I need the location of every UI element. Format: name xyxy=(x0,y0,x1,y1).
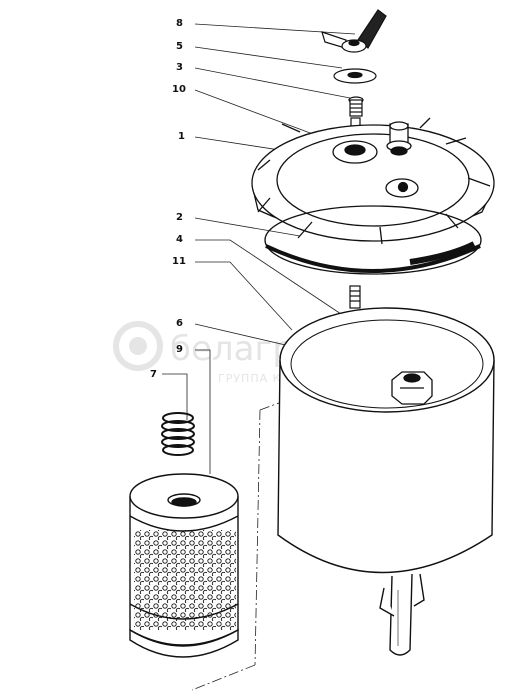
gasket-part-2 xyxy=(264,205,482,275)
spring-part-7 xyxy=(161,412,195,456)
stud-part-11 xyxy=(349,285,361,309)
cover-part-1 xyxy=(251,117,495,245)
callout-10: 10 xyxy=(172,84,186,95)
washer-part-5 xyxy=(333,68,377,84)
callout-labels: 8 5 3 10 1 2 4 11 6 9 7 xyxy=(150,18,186,380)
bolt-part-3 xyxy=(348,96,364,117)
callout-4: 4 xyxy=(176,234,183,245)
callout-9: 9 xyxy=(176,344,183,355)
callout-11: 11 xyxy=(172,256,186,267)
filter-element-part-9 xyxy=(129,473,239,658)
watermark-logo-dot xyxy=(129,337,147,355)
callout-5: 5 xyxy=(176,41,183,52)
wing-nut-part-8 xyxy=(321,9,387,53)
filter-housing xyxy=(277,307,495,656)
callout-3: 3 xyxy=(176,62,183,73)
callout-1: 1 xyxy=(178,131,185,142)
watermark-logo-ring xyxy=(113,321,163,371)
callout-2: 2 xyxy=(176,212,183,223)
callout-7: 7 xyxy=(150,369,157,380)
callout-8: 8 xyxy=(176,18,183,29)
callout-6: 6 xyxy=(176,318,183,329)
inner-nut-part-6 xyxy=(391,371,433,405)
